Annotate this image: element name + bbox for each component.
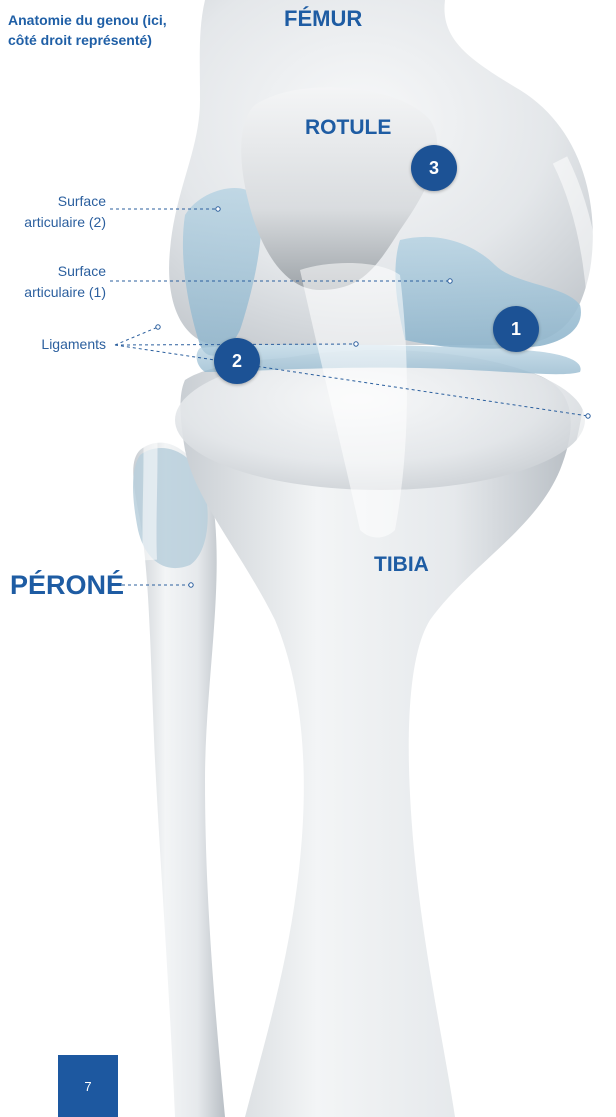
patella-label: ROTULE: [305, 116, 391, 140]
callout-articular-surface-1: Surface articulaire (1): [0, 261, 106, 303]
diagram-title: Anatomie du genou (ici, côté droit repré…: [8, 10, 188, 50]
callout-articular-surface-2: Surface articulaire (2): [0, 191, 106, 233]
page-number: 7: [58, 1055, 118, 1117]
fibula-label: PÉRONÉ: [10, 570, 124, 601]
badge-3: 3: [411, 145, 457, 191]
femur-label: FÉMUR: [284, 6, 362, 32]
tibia-label: TIBIA: [374, 553, 429, 577]
callout-ligaments: Ligaments: [0, 334, 106, 355]
badge-2: 2: [214, 338, 260, 384]
badge-1: 1: [493, 306, 539, 352]
